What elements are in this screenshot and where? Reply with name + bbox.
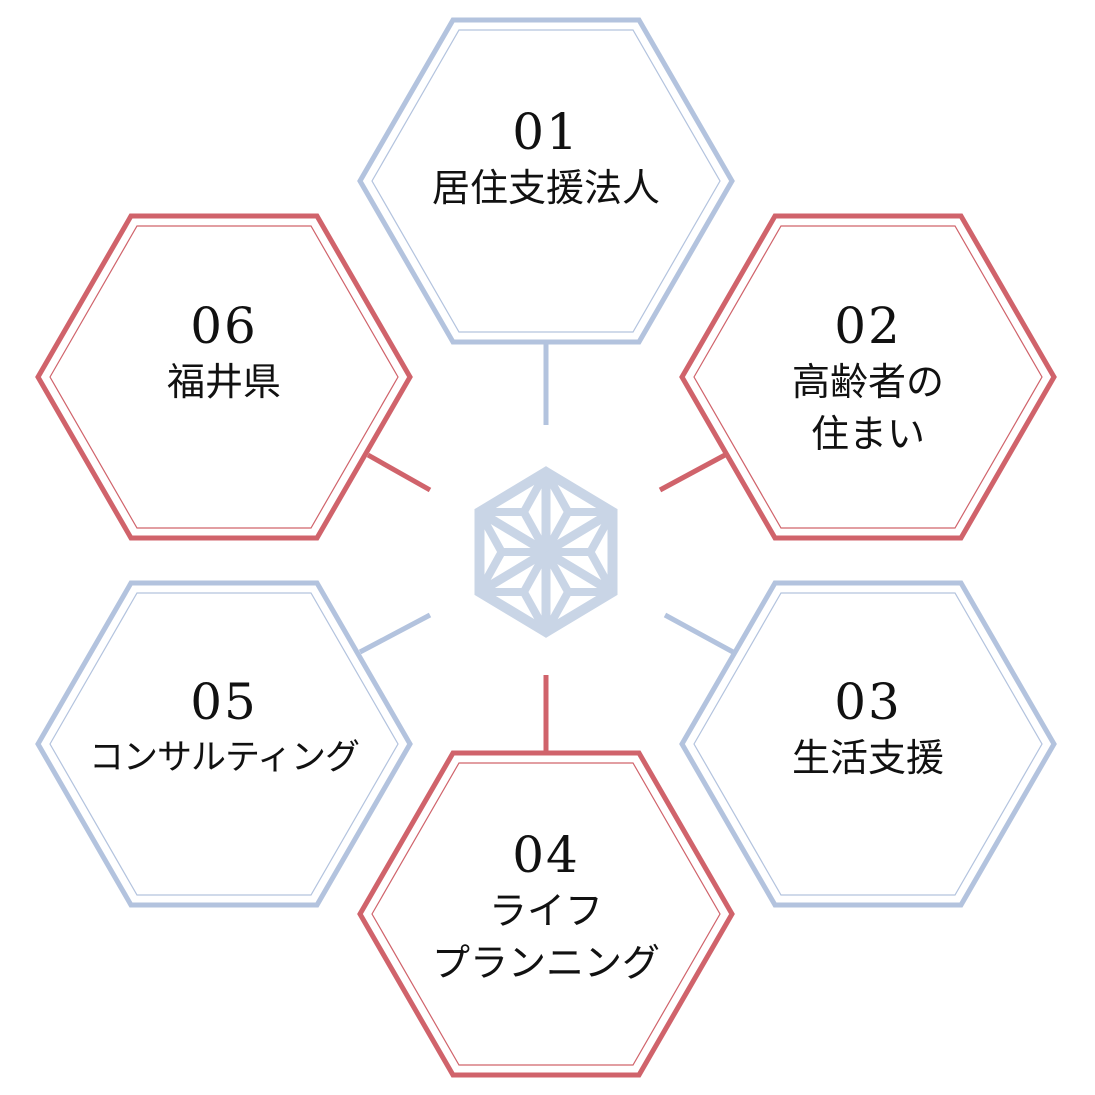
asanoha-star-line xyxy=(520,470,550,514)
hex-number: 02 xyxy=(834,297,902,355)
asanoha-spoke xyxy=(477,508,549,556)
hex-03-text: 03 生活支援 xyxy=(680,672,1056,784)
hexagon-outer-02 xyxy=(679,213,1057,541)
hex-label: 高齢者の 住まい xyxy=(791,360,944,456)
hex-number: 01 xyxy=(512,103,580,161)
asanoha-star-line xyxy=(520,510,550,554)
hexagon-inner-06 xyxy=(49,225,399,529)
asanoha-spoke xyxy=(477,548,549,596)
asanoha-star-line xyxy=(586,510,617,554)
asanoha-star-line xyxy=(520,590,550,634)
hex-number: 03 xyxy=(834,673,902,731)
hexagon-outer-01 xyxy=(357,17,735,345)
hex-02-text: 02 高齢者の 住まい xyxy=(680,296,1056,460)
asanoha-star-line xyxy=(475,550,506,594)
hex-number: 05 xyxy=(190,673,258,731)
connector-line xyxy=(366,452,432,493)
connector-line xyxy=(658,452,727,493)
asanoha-star-line xyxy=(542,470,572,514)
hex-label: 居住支援法人 xyxy=(431,166,660,210)
hex-number: 04 xyxy=(512,826,580,884)
hexagon-outer-06 xyxy=(35,213,413,541)
connector-line xyxy=(358,612,432,655)
hexagon-outer-05 xyxy=(35,580,413,908)
hexagon-outer-04 xyxy=(357,750,735,1078)
hex-label: 生活支援 xyxy=(791,736,944,780)
hex-05-text: 05 コンサルティング xyxy=(36,672,412,784)
hex-label: コンサルティング xyxy=(89,738,360,778)
hex-label: 福井県 xyxy=(166,360,281,404)
hex-01-text: 01 居住支援法人 xyxy=(358,102,734,214)
hexagon-inner-02 xyxy=(693,225,1043,529)
connector-line xyxy=(663,612,735,655)
hex-number: 06 xyxy=(190,297,258,355)
hexagon-inner-01 xyxy=(371,29,721,333)
asanoha-spoke xyxy=(543,508,615,556)
hex-04-text: 04 ライフ プランニング xyxy=(358,825,734,989)
hexagon-outer-03 xyxy=(679,580,1057,908)
hexagon-inner-05 xyxy=(49,592,399,896)
hex-label: ライフ プランニング xyxy=(431,889,660,985)
hex-06-text: 06 福井県 xyxy=(36,296,412,408)
hexagon-inner-04 xyxy=(371,762,721,1066)
hexagon-inner-03 xyxy=(693,592,1043,896)
asanoha-spoke xyxy=(543,548,615,596)
